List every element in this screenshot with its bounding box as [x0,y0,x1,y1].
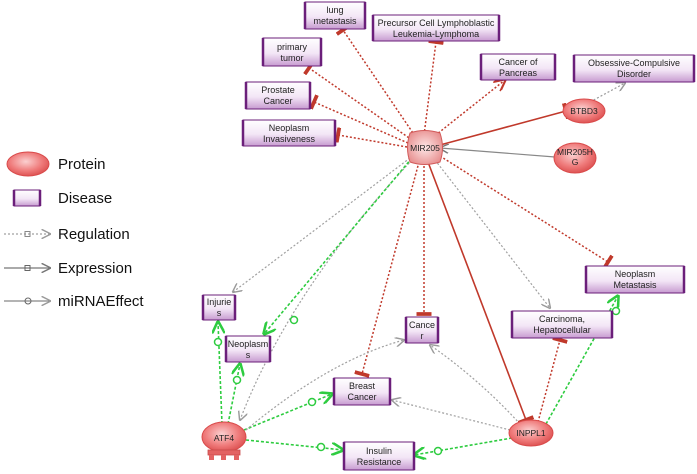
edge-atf4-cancer [245,340,404,431]
disease-label: Insulin [366,446,392,456]
disease-ocd[interactable]: Obsessive-Compulsive Disorder [572,54,696,83]
disease-label: Neoplasm [615,269,656,279]
legend-protein-icon [6,151,50,177]
disease-neoplasm-metastasis[interactable]: Neoplasm Metastasis [584,265,686,294]
edge-atf4-insulin [245,439,343,450]
disease-label: Precursor Cell Lymphoblastic [378,18,495,28]
disease-nodes: lung metastasis Precursor Cell Lymphobla… [201,1,696,471]
edge-atf4-neoplasms [227,364,240,425]
disease-label: lung [326,5,343,15]
edge-mir205-precursor [423,39,444,136]
disease-label: Injurie [207,297,232,307]
edge-inppl1-carcinoma [537,336,568,423]
edge-mir205-breast-cancer [354,161,420,378]
disease-insulin-resistance[interactable]: Insulin Resistance [342,441,416,471]
disease-carcinoma-hepatocellular[interactable]: Carcinoma, Hepatocellular [510,310,614,339]
disease-label: Leukemia-Lymphoma [393,29,479,39]
disease-label: Prostate [261,85,295,95]
edge-btbd3-ocd [589,83,625,103]
disease-prostate-cancer[interactable]: Prostate Cancer [244,81,312,110]
disease-label: Disorder [617,69,651,79]
disease-label: Neoplasm [228,339,269,349]
edge-mir205-btbd3 [439,102,571,146]
disease-label: Invasiveness [263,134,316,144]
disease-label: primary [277,42,308,52]
legend-regulation-label: Regulation [58,226,130,243]
disease-label: r [421,331,424,341]
disease-label: tumor [280,53,303,63]
disease-label: Cancer of [498,57,538,67]
legend-expression-label: Expression [58,260,132,277]
edge-mir205-primary-tumor [303,60,413,141]
disease-label: Hepatocellular [533,325,591,335]
legend: Protein Disease Regulation Expression mi… [4,151,144,310]
mirna-mir205[interactable]: MIR205 [407,130,443,165]
disease-label: Breast [349,381,376,391]
protein-label: MIR205 [410,143,440,153]
disease-injuries[interactable]: Injurie s [201,294,237,321]
protein-atf4[interactable]: ATF4 [201,421,247,460]
edge-mir205-neoplasm-metastasis [439,155,614,270]
protein-nodes: MIR205 BTBD3 MIR205H G ATF4 INPPL1 [201,98,606,460]
legend-disease-icon [13,189,41,207]
disease-label: Cance [409,320,435,330]
edge-mir205-prostate [309,94,409,144]
disease-label: Cancer [347,392,376,402]
edge-mir205-neoplasms [264,157,413,334]
edge-mir205-cancer-pancreas [431,80,505,139]
protein-inppl1[interactable]: INPPL1 [508,419,554,447]
edge-mir205-lung-metastasis [335,24,416,137]
protein-btbd3[interactable]: BTBD3 [562,98,606,124]
disease-neoplasms[interactable]: Neoplasm s [224,335,272,363]
disease-label: s [246,350,251,360]
protein-label: ATF4 [214,433,234,443]
disease-label: Carcinoma, [539,314,585,324]
edge-inppl1-breast [392,400,511,431]
legend-regulation-icon [4,232,50,237]
legend-mirna-effect-label: miRNAEffect [58,293,144,310]
legend-protein-label: Protein [58,156,106,173]
legend-mirna-effect-icon [4,298,50,304]
disease-label: Obsessive-Compulsive [588,58,680,68]
legend-expression-icon [4,266,50,271]
edge-inppl1-insulin [414,437,513,455]
disease-label: Metastasis [613,280,657,290]
disease-cancer-of-pancreas[interactable]: Cancer of Pancreas [479,53,557,81]
edge-mir205-injuries [233,157,411,292]
protein-label: BTBD3 [570,106,598,116]
disease-label: Neoplasm [269,123,310,133]
disease-breast-cancer[interactable]: Breast Cancer [332,377,392,406]
legend-disease-label: Disease [58,190,112,207]
disease-lung-metastasis[interactable]: lung metastasis [303,1,367,30]
disease-neoplasm-invasiveness[interactable]: Neoplasm Invasiveness [241,119,337,147]
edge-mir205-inppl1 [427,161,535,425]
edge-mir205-carcinoma [434,159,550,308]
disease-label: metastasis [313,16,357,26]
edge-atf4-injuries [218,322,222,425]
protein-mir205hg[interactable]: MIR205H G [553,142,597,174]
disease-label: s [217,308,222,318]
protein-label: MIR205H [557,147,593,157]
disease-label: Cancer [263,96,292,106]
edge-mir205-neoplasm-invasiveness [334,127,408,148]
protein-label: G [572,157,579,167]
protein-label: INPPL1 [516,428,546,438]
disease-label: Pancreas [499,68,538,78]
edge-inppl1-cancer [430,345,521,425]
disease-primary-tumor[interactable]: primary tumor [261,37,323,67]
disease-label: Resistance [357,457,402,467]
edge-atf4-breast [243,394,332,431]
edge-mir205hg-mir205 [440,148,556,158]
disease-cancer[interactable]: Cance r [404,316,440,344]
disease-precursor-leukemia[interactable]: Precursor Cell Lymphoblastic Leukemia-Ly… [371,14,501,42]
